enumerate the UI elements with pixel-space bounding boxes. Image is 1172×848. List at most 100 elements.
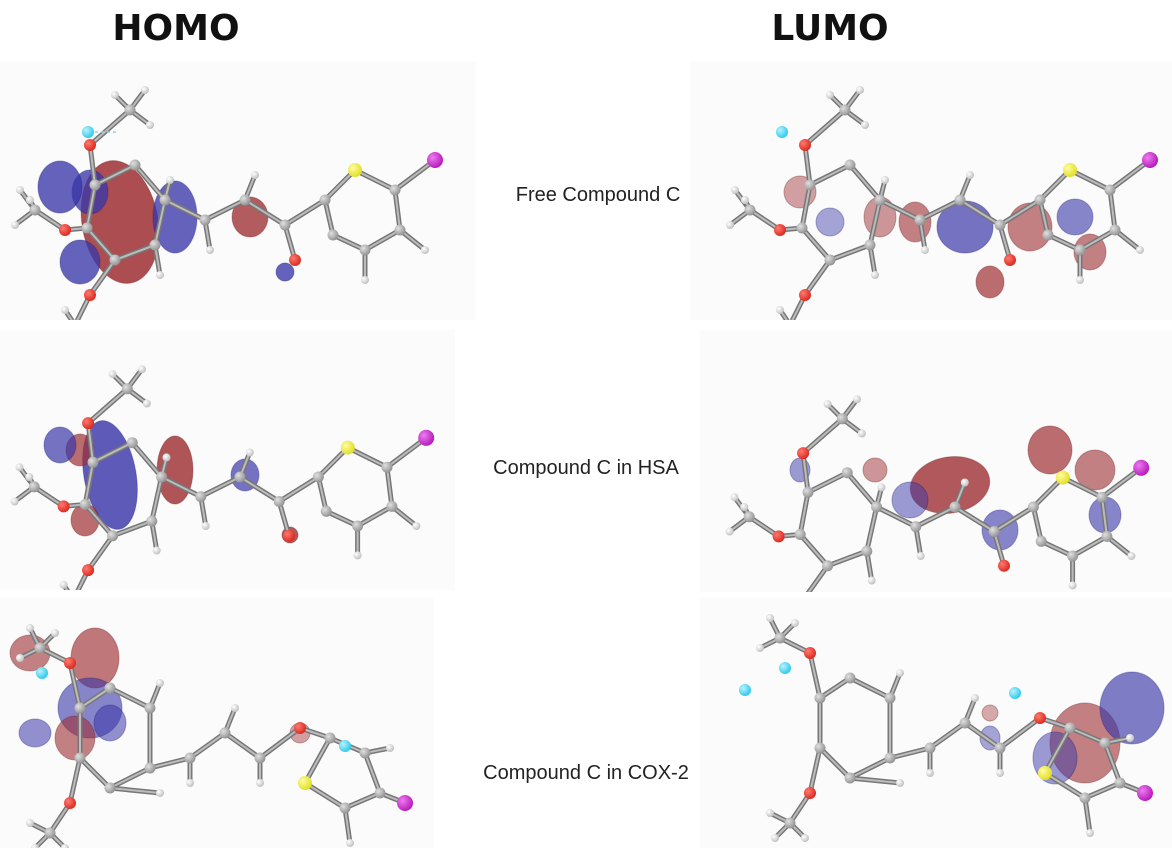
hydrogen-atom — [26, 624, 34, 632]
oxygen-atom — [84, 139, 96, 151]
bond-highlight — [1109, 159, 1151, 191]
orbital-lobe-negative — [891, 481, 929, 519]
cation-atom — [779, 662, 791, 674]
hydrogen-atom — [896, 779, 904, 787]
bond-highlight — [87, 422, 94, 464]
hydrogen-atom — [108, 370, 117, 379]
carbon-atom — [844, 159, 856, 171]
bond-highlight — [224, 732, 261, 759]
carbon-atom — [219, 727, 231, 739]
bond-highlight — [807, 564, 829, 592]
hydrogen-atom — [231, 704, 239, 712]
bond-highlight — [284, 199, 326, 226]
bond-highlight — [914, 506, 956, 528]
orbital-lobe-negative — [59, 239, 101, 285]
cation-atom — [1009, 687, 1021, 699]
row-label-cox2: Compound C in COX-2 — [483, 762, 689, 784]
iodine-atom — [1142, 152, 1158, 168]
iodine-atom — [1137, 785, 1153, 801]
carbon-atom — [72, 319, 78, 320]
bond-highlight — [325, 510, 359, 527]
carbon-atom — [844, 672, 856, 684]
hydrogen-atom — [971, 694, 979, 702]
hydrogen-atom — [771, 834, 779, 842]
carbon-atom — [124, 104, 136, 116]
carbon-atom — [1027, 501, 1039, 513]
carbon-atom — [107, 530, 119, 542]
bond-highlight — [164, 199, 206, 221]
bond-highlight — [889, 747, 931, 759]
carbon-atom — [914, 214, 926, 226]
homo-cox2-svg — [9, 624, 413, 848]
carbon-atom — [374, 787, 386, 799]
carbon-atom — [1079, 792, 1091, 804]
orbital-lobe-negative — [18, 718, 52, 748]
carbon-atom — [339, 802, 351, 814]
bond-highlight — [114, 244, 156, 261]
bond-highlight — [801, 227, 831, 261]
carbon-atom — [29, 204, 41, 216]
oxygen-atom — [998, 559, 1010, 572]
bond-highlight — [344, 807, 351, 844]
hydrogen-atom — [741, 196, 749, 204]
carbon-atom — [28, 481, 40, 493]
bond-highlight — [1039, 199, 1049, 236]
carbon-atom — [744, 204, 756, 216]
carbon-atom — [104, 782, 116, 794]
carbon-atom — [994, 219, 1006, 231]
bond-highlight — [826, 550, 868, 567]
lumo-column-title: LUMO — [771, 8, 889, 49]
carbon-atom — [319, 194, 331, 206]
homo-free-svg — [11, 86, 443, 320]
hydrogen-atom — [1136, 246, 1144, 254]
hydrogen-atom — [361, 276, 369, 284]
bond-highlight — [332, 234, 366, 251]
oxygen-atom — [804, 647, 816, 659]
hydrogen-atom — [152, 546, 161, 555]
oxygen-atom — [82, 417, 95, 430]
bond-highlight — [324, 199, 334, 236]
carbon-atom — [1104, 184, 1116, 196]
lumo-hsa-svg — [725, 395, 1150, 592]
hydrogen-atom — [731, 186, 739, 194]
carbon-atom — [884, 692, 896, 704]
carbon-atom — [787, 319, 793, 320]
bond-highlight — [809, 164, 851, 186]
carbon-atom — [159, 194, 171, 206]
hydrogen-atom — [996, 769, 1004, 777]
carbon-atom — [144, 762, 156, 774]
bond-highlight — [1084, 797, 1091, 834]
carbon-atom — [156, 471, 168, 483]
homo-column-title: HOMO — [112, 8, 240, 49]
carbon-atom — [784, 817, 796, 829]
carbon-atom — [1067, 550, 1079, 562]
oxygen-atom — [294, 722, 306, 734]
hydrogen-atom — [776, 306, 784, 314]
carbon-atom — [184, 752, 196, 764]
carbon-atom — [121, 383, 133, 395]
hydrogen-atom — [16, 186, 24, 194]
bond-highlight — [160, 476, 202, 498]
bond-highlight — [993, 506, 1035, 533]
carbon-atom — [129, 159, 141, 171]
oxygen-atom — [64, 797, 76, 809]
orbital-lobe-negative — [43, 426, 77, 464]
carbon-atom — [74, 702, 86, 714]
bond-highlight — [94, 164, 136, 186]
oxygen-atom — [804, 787, 816, 799]
bond-highlight — [356, 505, 393, 527]
bond-highlight — [799, 533, 829, 567]
hydrogen-atom — [15, 463, 24, 472]
sulfur-atom — [1038, 766, 1052, 780]
bond-highlight — [849, 677, 891, 699]
lumo-free-molecule — [690, 62, 1172, 320]
hydrogen-atom — [1076, 276, 1084, 284]
bond-highlight — [204, 199, 246, 221]
hydrogen-atom — [826, 91, 834, 99]
carbon-atom — [104, 682, 116, 694]
bond-highlight — [1084, 782, 1121, 799]
hydrogen-atom — [801, 834, 809, 842]
bond-highlight — [809, 652, 821, 699]
bond-highlight — [1071, 535, 1108, 557]
carbon-atom — [841, 467, 853, 479]
